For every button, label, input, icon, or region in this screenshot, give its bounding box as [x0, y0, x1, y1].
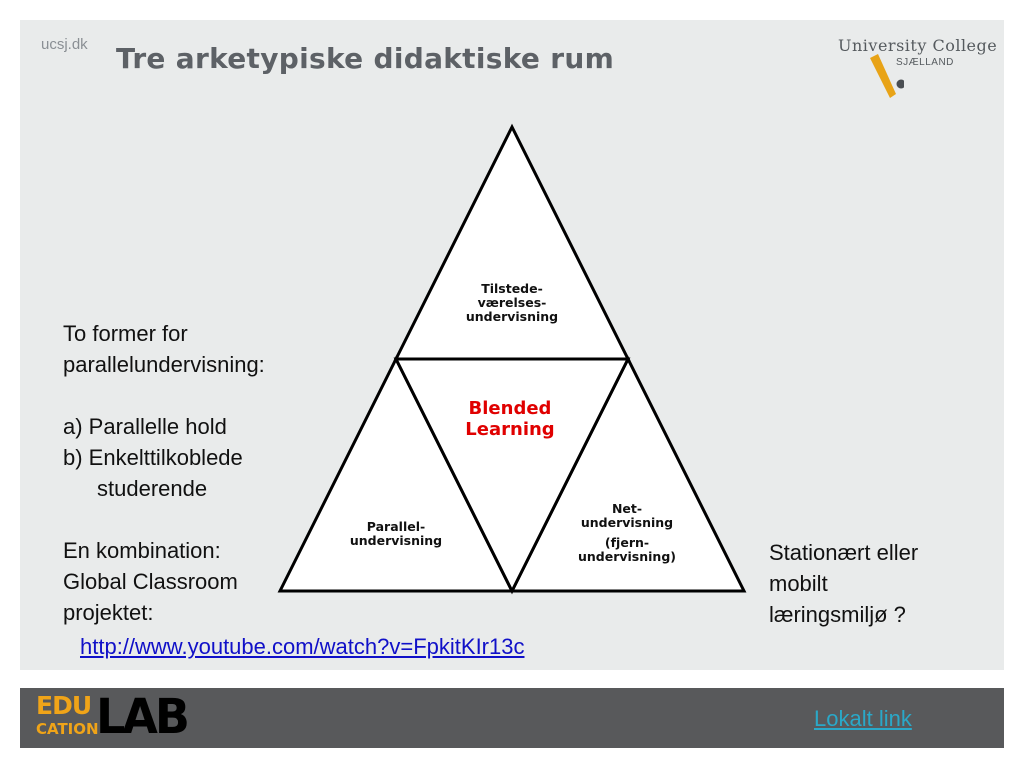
youtube-link[interactable]: http://www.youtube.com/watch?v=FpkitKIr1…	[80, 634, 525, 659]
edulab-logo-lab: LAB	[96, 687, 190, 745]
local-link[interactable]: Lokalt link	[814, 706, 912, 731]
site-label: ucsj.dk	[41, 36, 88, 53]
university-logo-name: University College	[838, 36, 998, 55]
label-tilstedevaerelse: Tilstede- værelses- undervisning	[465, 281, 559, 324]
page-title: Tre arketypiske didaktiske rum	[116, 42, 615, 75]
label-netundervisning: Net- undervisning (fjern- undervisning)	[577, 501, 676, 564]
edulab-logo-cation: CATION	[36, 720, 99, 738]
university-logo-sub: SJÆLLAND	[896, 57, 954, 68]
university-logo-icon	[870, 54, 904, 98]
edulab-logo-edu: EDU	[36, 691, 92, 720]
footer-bar	[20, 688, 1004, 748]
edulab-logo: EDU CATION LAB	[36, 691, 190, 742]
triangle-top	[393, 123, 631, 361]
triangle-center	[393, 357, 631, 595]
left-text-block: To former for parallelundervisning: a) P…	[63, 321, 265, 625]
label-blended-learning: Blended Learning	[465, 398, 555, 440]
label-parallelundervisning: Parallel- undervisning	[349, 519, 443, 548]
right-text-block: Stationært eller mobilt læringsmiljø ?	[769, 540, 919, 627]
